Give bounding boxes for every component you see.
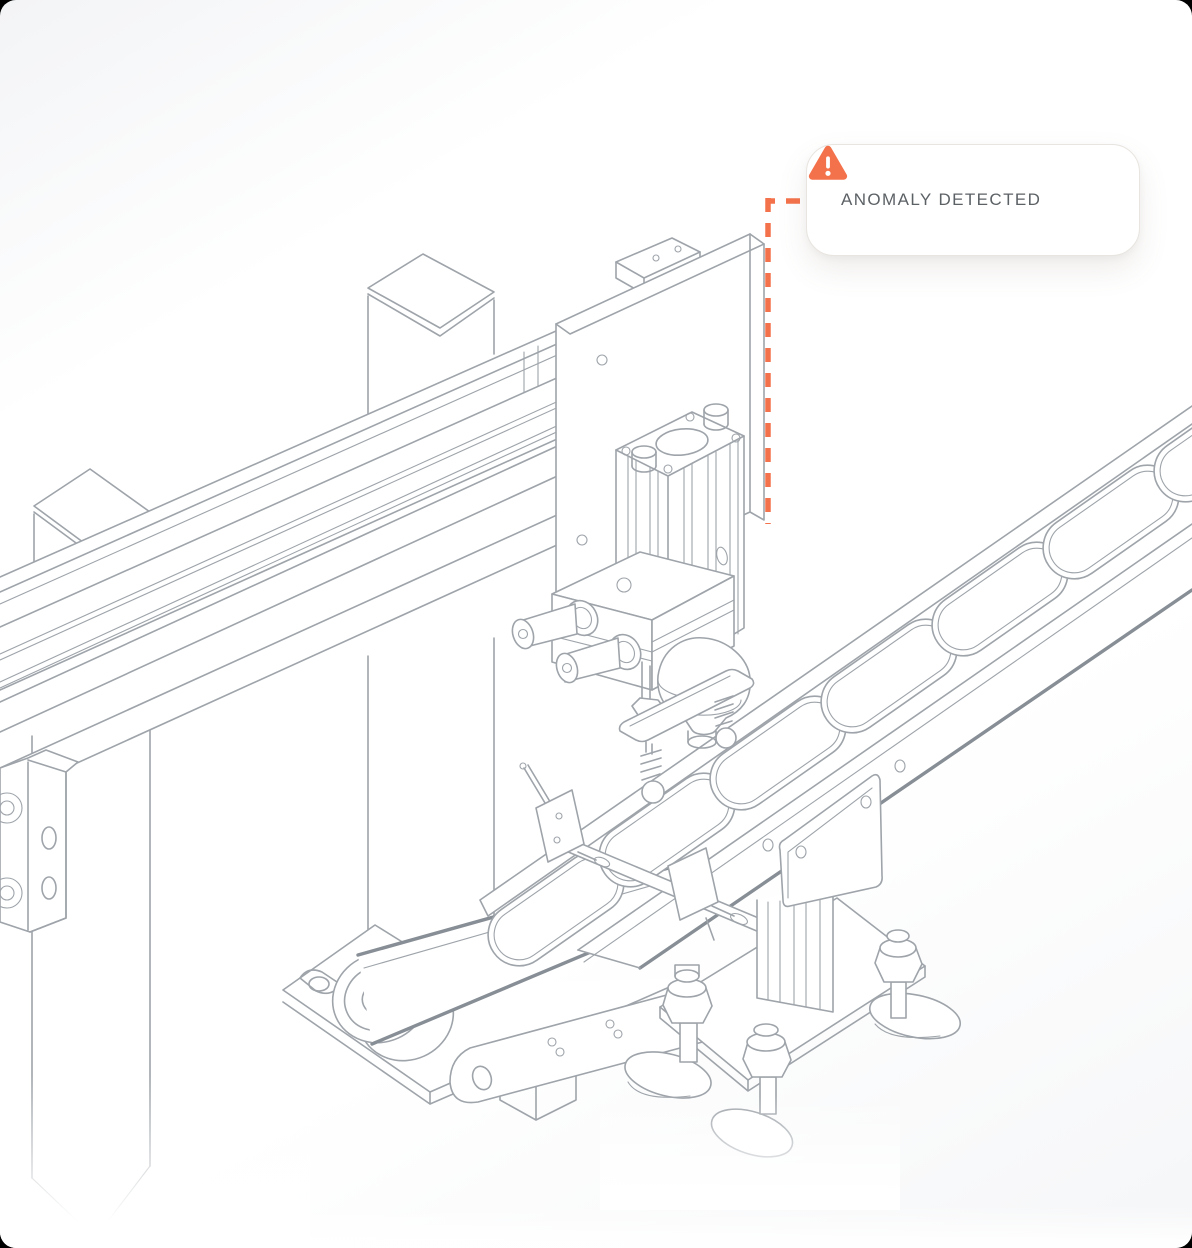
stand-mounting-plate <box>778 773 883 908</box>
product-capsule <box>1153 387 1192 503</box>
fade-overlays <box>0 1075 1192 1248</box>
belt-conveyor <box>282 860 711 1121</box>
support-column <box>756 883 834 1013</box>
spring-plungers <box>640 695 737 804</box>
carriage-assembly <box>511 233 765 804</box>
adjustment-knobs <box>511 599 642 684</box>
leveling-foot <box>868 929 962 1040</box>
product-capsules <box>487 387 1192 967</box>
rail-end-plate <box>0 749 79 933</box>
anomaly-connector-line <box>765 198 800 524</box>
anomaly-badge[interactable]: ANOMALY DETECTED <box>806 144 1140 256</box>
leveling-foot <box>624 964 713 1099</box>
mounting-bracket <box>618 661 755 755</box>
anomaly-badge-label: ANOMALY DETECTED <box>841 190 1042 209</box>
warning-triangle-icon <box>808 145 848 180</box>
